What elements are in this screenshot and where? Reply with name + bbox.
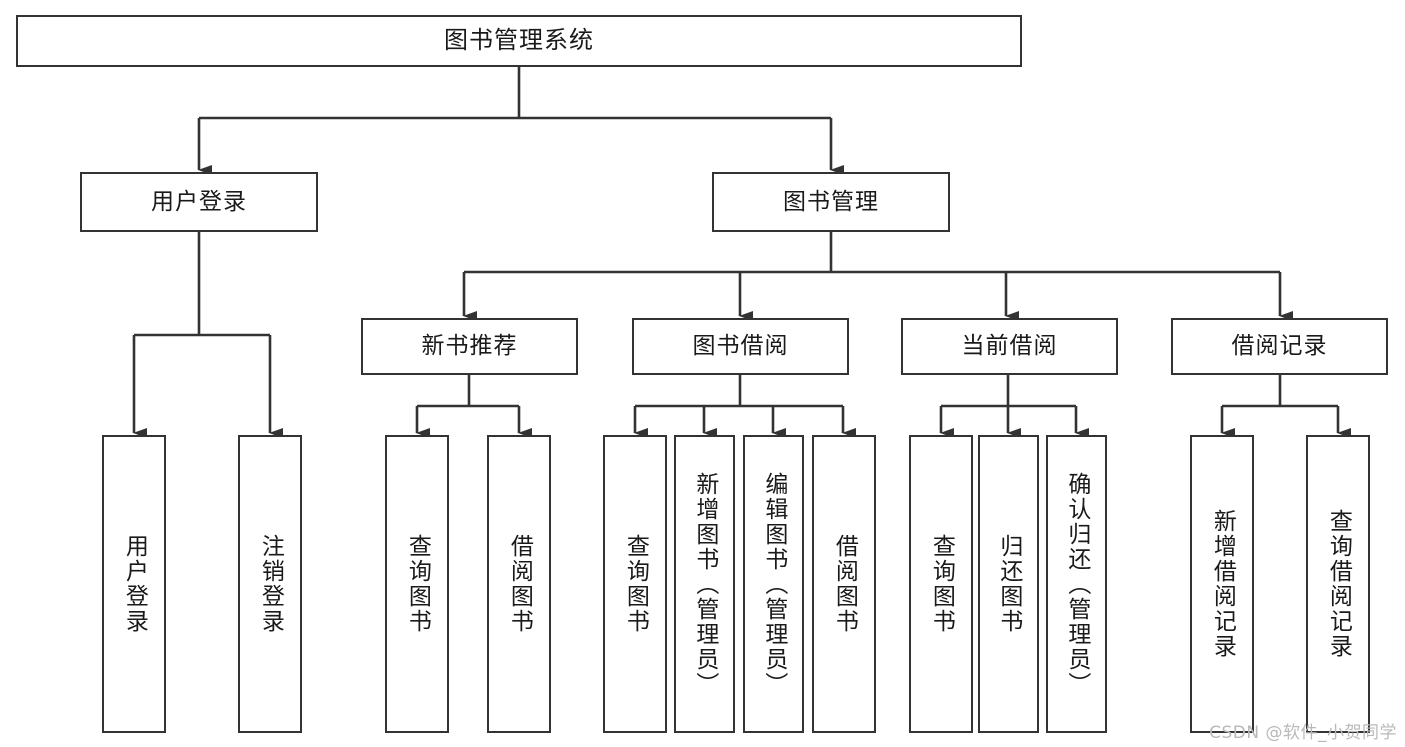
- node-label: 注销登录: [257, 534, 284, 634]
- node-current-borrow[interactable]: 当前借阅: [901, 318, 1118, 375]
- node-leaf-borrow-book[interactable]: 借阅图书: [812, 435, 876, 733]
- node-label: 借阅记录: [1231, 333, 1328, 360]
- node-label: 查询图书: [404, 534, 431, 634]
- node-leaf-borrow-book-recommend[interactable]: 借阅图书: [487, 435, 551, 733]
- node-leaf-query-book-current[interactable]: 查询图书: [909, 435, 973, 733]
- node-label: 当前借阅: [961, 333, 1058, 360]
- node-leaf-query-borrow-record[interactable]: 查询借阅记录: [1306, 435, 1370, 733]
- node-label: 图书管理系统: [444, 26, 594, 55]
- node-label: 借阅图书: [831, 534, 858, 634]
- node-leaf-add-book-admin[interactable]: 新增图书（管理员）: [674, 435, 735, 733]
- node-leaf-edit-book-admin[interactable]: 编辑图书（管理员）: [743, 435, 804, 733]
- node-leaf-confirm-return-admin[interactable]: 确认归还（管理员）: [1046, 435, 1107, 733]
- node-label: 新增借阅记录: [1209, 509, 1236, 659]
- node-user-login[interactable]: 用户登录: [80, 172, 318, 232]
- node-leaf-logout[interactable]: 注销登录: [238, 435, 302, 733]
- node-borrow-record[interactable]: 借阅记录: [1171, 318, 1388, 375]
- node-book-borrow[interactable]: 图书借阅: [632, 318, 849, 375]
- node-label: 借阅图书: [506, 534, 533, 634]
- node-leaf-query-book-recommend[interactable]: 查询图书: [385, 435, 449, 733]
- node-label: 查询图书: [622, 534, 649, 634]
- node-leaf-return-book[interactable]: 归还图书: [978, 435, 1039, 733]
- node-label: 查询图书: [928, 534, 955, 634]
- node-leaf-user-login[interactable]: 用户登录: [102, 435, 166, 733]
- node-label: 用户登录: [121, 534, 148, 634]
- node-root-system[interactable]: 图书管理系统: [16, 15, 1022, 67]
- node-label: 编辑图书（管理员）: [760, 471, 787, 697]
- node-new-book-recommend[interactable]: 新书推荐: [361, 318, 578, 375]
- node-leaf-add-borrow-record[interactable]: 新增借阅记录: [1190, 435, 1254, 733]
- node-label: 图书借阅: [692, 333, 789, 360]
- node-label: 用户登录: [151, 188, 247, 215]
- node-label: 新书推荐: [421, 333, 518, 360]
- node-label: 查询借阅记录: [1325, 509, 1352, 659]
- watermark-text: CSDN @软件_小贺同学: [1209, 723, 1397, 743]
- node-label: 确认归还（管理员）: [1063, 471, 1090, 697]
- node-label: 归还图书: [995, 534, 1022, 634]
- node-leaf-query-book-borrow[interactable]: 查询图书: [603, 435, 667, 733]
- node-label: 图书管理: [783, 188, 879, 215]
- node-label: 新增图书（管理员）: [691, 471, 718, 697]
- node-book-manage[interactable]: 图书管理: [712, 172, 950, 232]
